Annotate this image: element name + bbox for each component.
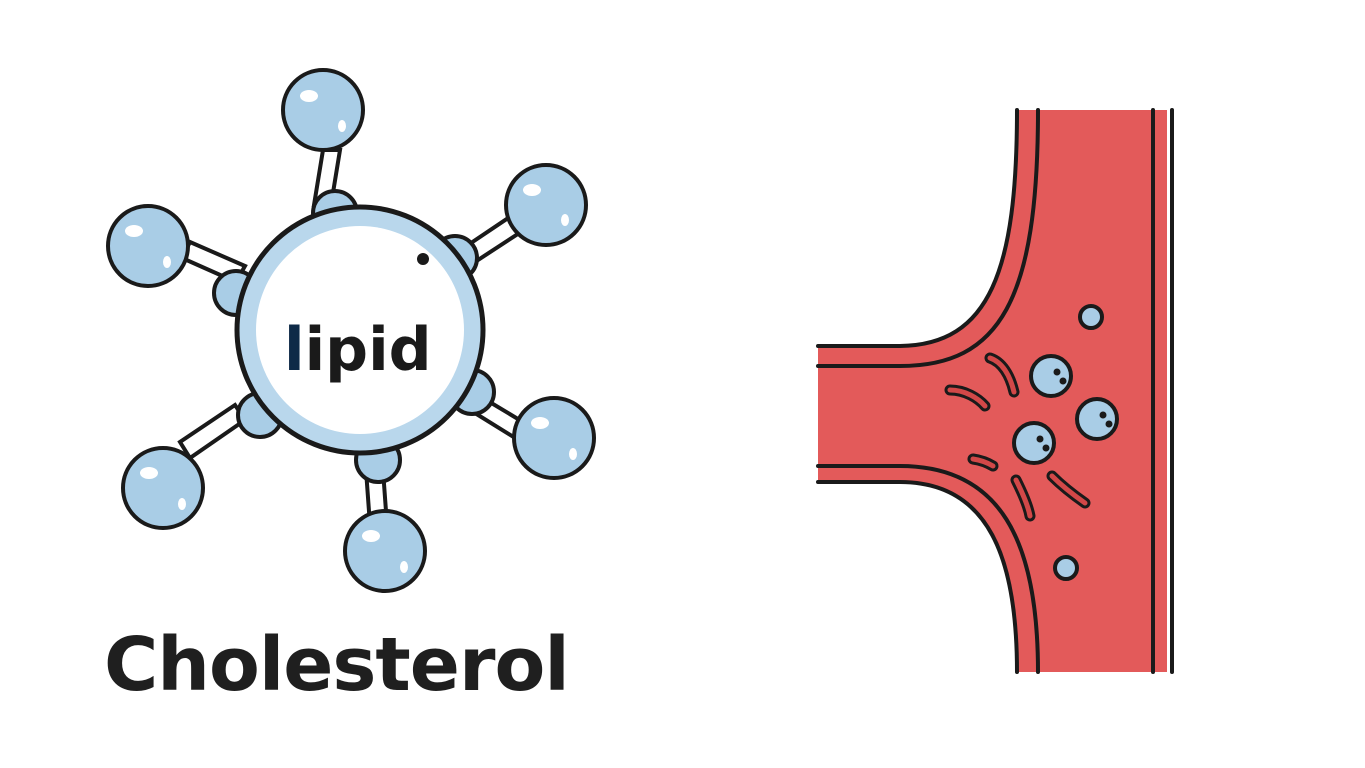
particle-dots [1036, 368, 1113, 452]
lipid-molecule: lipid [106, 68, 596, 593]
molecule-label: lipid [284, 315, 432, 385]
particle [1053, 555, 1079, 581]
atom-right [512, 396, 596, 480]
vessel-fill [818, 110, 1167, 672]
particle [1075, 397, 1119, 441]
caption-title: Cholesterol [104, 622, 570, 708]
atom-lower-left [121, 446, 205, 530]
atom-top [281, 68, 365, 152]
molecule-label-rest: ipid [305, 315, 432, 385]
particle [1029, 354, 1073, 398]
particle [1012, 421, 1056, 465]
particle [1078, 304, 1104, 330]
molecule-label-initial: l [284, 315, 305, 385]
atom-bottom [343, 509, 427, 593]
atom-upper-right [504, 163, 588, 247]
atoms [106, 68, 596, 593]
atom-left [106, 204, 190, 288]
vessel-walls [816, 108, 1174, 674]
molecule-core-inner [256, 226, 464, 434]
plaque-squiggles-fill [947, 355, 1088, 519]
blood-vessel [816, 108, 1174, 674]
core-dot [417, 253, 429, 265]
lipid-particles [1012, 304, 1119, 581]
